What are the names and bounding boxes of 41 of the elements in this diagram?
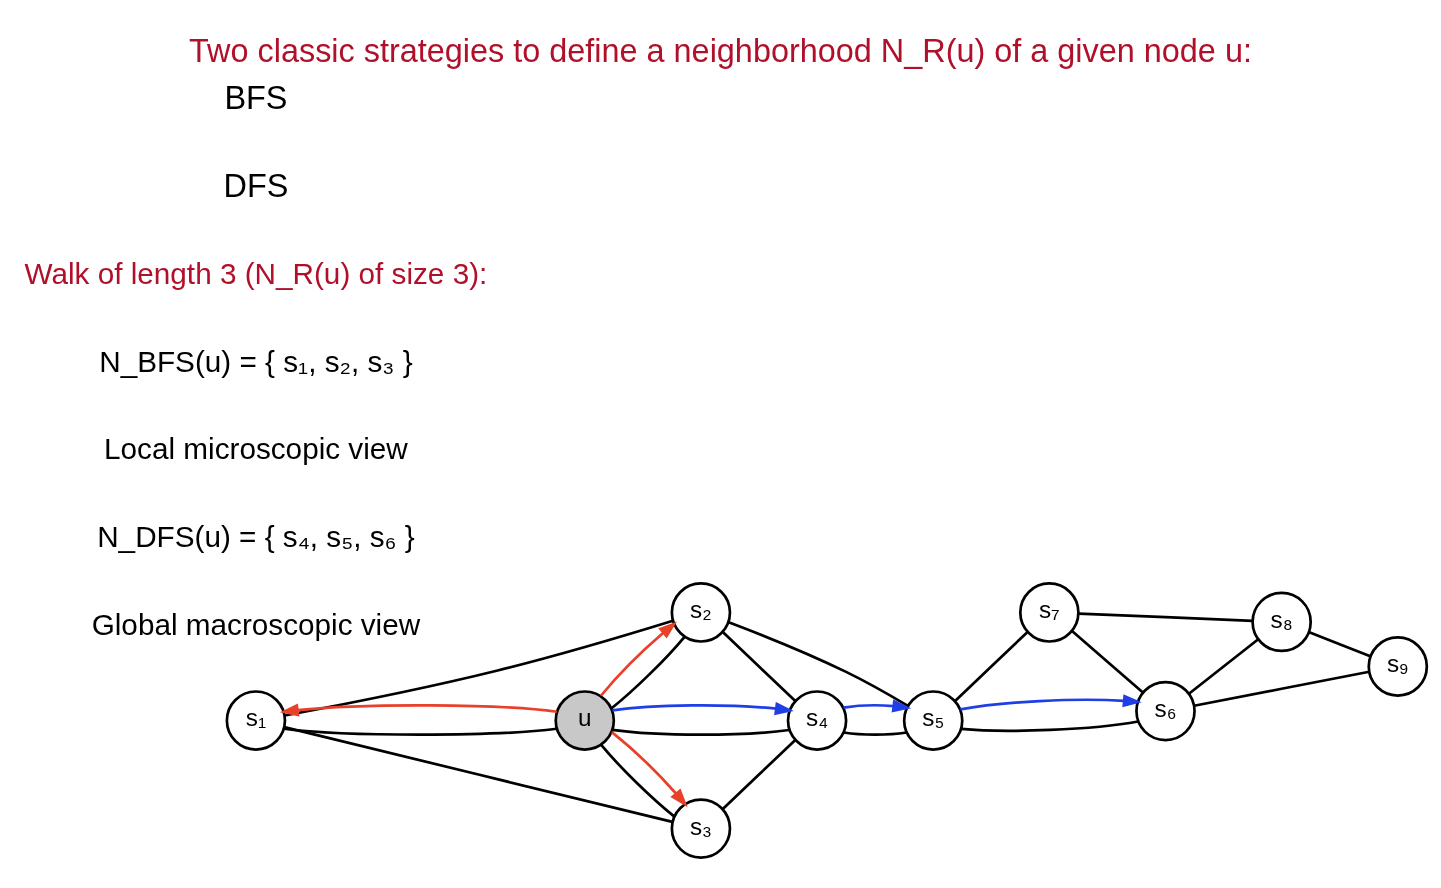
- connector: [600, 744, 675, 818]
- node-circle: s₁: [225, 690, 287, 751]
- label: Walk of length 3 (N_R(u) of size 3):: [24, 256, 488, 290]
- connector: [722, 631, 796, 702]
- arrow: [599, 621, 678, 697]
- label: N_DFS(u) = { s₄, s₅, s₆ }: [97, 520, 415, 554]
- node-circle: u: [554, 690, 616, 751]
- connector: [283, 725, 673, 824]
- node-circle: s₆: [1135, 680, 1196, 742]
- node-circle: s₃: [670, 798, 732, 859]
- connector: [1193, 670, 1370, 708]
- connector: [1078, 612, 1253, 623]
- arrow: [611, 731, 688, 808]
- connector: [1308, 631, 1371, 658]
- connector: [284, 619, 674, 717]
- connector: [1071, 630, 1144, 694]
- diagram-title: Two classic strategies to define a neighborhood N_R(u) of a given node u:: [189, 32, 1252, 69]
- node-circle: s₄: [786, 690, 848, 751]
- label: N_BFS(u) = { s₁, s₂, s₃ }: [99, 344, 413, 378]
- label: Local microscopic view: [104, 432, 408, 466]
- legend-label: DFS: [223, 167, 289, 204]
- node-circle: s₇: [1018, 582, 1080, 643]
- arrow: [612, 701, 794, 716]
- legend-label: BFS: [224, 80, 288, 116]
- arrow: [960, 694, 1142, 711]
- connector: [728, 621, 909, 708]
- node-circle: s₅: [902, 690, 964, 751]
- connector: [961, 720, 1139, 733]
- connector: [283, 727, 557, 737]
- label: Global macroscopic view: [91, 607, 421, 641]
- arrow: [843, 699, 912, 713]
- connector: [954, 631, 1029, 702]
- connector: [1188, 638, 1259, 695]
- connector: [722, 739, 796, 810]
- arrow: [279, 703, 557, 717]
- node-circle: s₂: [670, 582, 732, 643]
- node-circle: s₉: [1367, 636, 1429, 697]
- connector: [610, 635, 686, 710]
- connector: [843, 731, 907, 737]
- connector: [612, 728, 790, 737]
- node-circle: s₈: [1251, 591, 1313, 653]
